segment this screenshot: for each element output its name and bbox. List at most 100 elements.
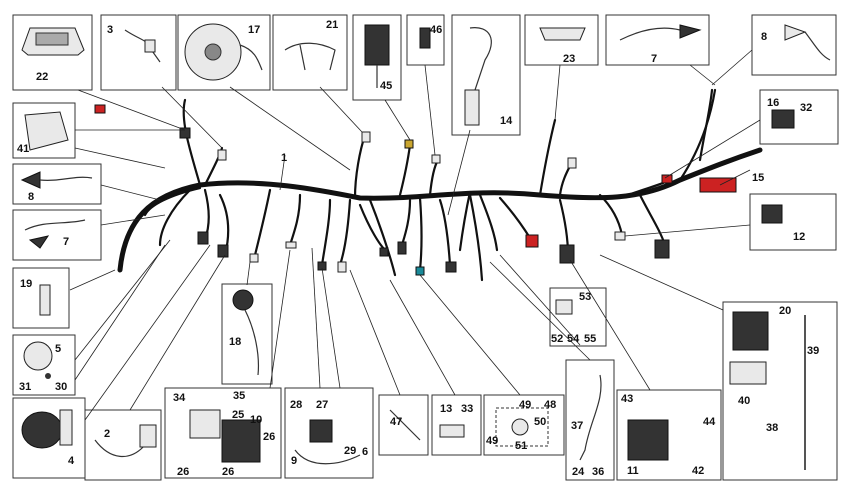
callout-10: 10 (250, 414, 262, 426)
connector-20 (614, 231, 626, 241)
callout-5: 5 (55, 343, 61, 355)
callout-13: 13 (440, 403, 452, 415)
part-47-oxygen-sensor (378, 394, 429, 456)
part-11-control-unit (616, 389, 722, 481)
callout-25: 25 (232, 409, 244, 421)
callout-51: 51 (515, 440, 527, 452)
part-20-battery-group (722, 301, 838, 481)
callout-33: 33 (461, 403, 473, 415)
callout-8-top: 8 (761, 31, 767, 43)
connector-red-1 (94, 104, 106, 114)
callout-38: 38 (766, 422, 778, 434)
part-46-fuse (406, 14, 445, 66)
callout-26-bottom-right: 26 (222, 466, 234, 478)
callout-6: 6 (362, 446, 368, 458)
callout-14: 14 (500, 115, 513, 127)
callout-26-bottom: 26 (177, 466, 189, 478)
part-41-headlight (12, 102, 76, 159)
part-19-sensor (12, 267, 70, 329)
connector-red-2 (661, 174, 673, 184)
callout-54: 54 (567, 333, 580, 345)
callout-12: 12 (793, 231, 805, 243)
connector-13 (397, 241, 407, 255)
connector-17 (559, 244, 575, 264)
callout-30: 30 (55, 381, 67, 393)
connector-6 (249, 253, 259, 263)
part-13-sensor (431, 394, 482, 456)
part-8-turn-signal-right (751, 14, 837, 76)
callout-15: 15 (752, 172, 764, 184)
part-7-turn-signal-front (12, 209, 102, 261)
connector-2 (179, 127, 191, 139)
callout-43: 43 (621, 393, 633, 405)
connector-12 (431, 154, 441, 164)
part-50-sensor-assembly (483, 394, 565, 456)
callout-2: 2 (104, 428, 110, 440)
callout-18: 18 (229, 336, 241, 348)
callout-32: 32 (800, 102, 812, 114)
callout-42: 42 (692, 465, 704, 477)
part-7-turn-signal-rear (605, 14, 710, 66)
connector-11 (404, 139, 414, 149)
callout-7-top: 7 (651, 53, 657, 65)
connector-10 (361, 131, 371, 143)
callout-17: 17 (248, 24, 260, 36)
connector-9 (337, 261, 347, 273)
part-4-ignition-switch (12, 397, 86, 479)
callout-labels: 1 2 3 4 5 6 7 7 8 8 9 10 11 12 13 14 15 … (17, 19, 819, 478)
callout-53: 53 (579, 291, 591, 303)
callout-49-top: 49 (519, 399, 531, 411)
callout-19: 19 (20, 278, 32, 290)
part-21-wiring-bracket (272, 14, 348, 91)
callout-28: 28 (290, 399, 302, 411)
part-8-turn-signal-left (12, 163, 102, 205)
part-23-lamp (524, 14, 599, 66)
part-17-cooling-fan (177, 14, 271, 91)
callout-29: 29 (344, 445, 356, 457)
callout-50: 50 (534, 416, 546, 428)
callout-49-left: 49 (486, 435, 498, 447)
part-10-ecu-bracket (164, 387, 282, 479)
callout-45: 45 (380, 80, 392, 92)
callout-27: 27 (316, 399, 328, 411)
callout-55: 55 (584, 333, 596, 345)
part-18-stator (221, 283, 273, 385)
callout-8-left: 8 (28, 191, 34, 203)
connector-3 (217, 149, 227, 161)
callout-35: 35 (233, 390, 245, 402)
callout-37: 37 (571, 420, 583, 432)
connector-4 (197, 231, 209, 245)
part-16-relay (759, 89, 839, 145)
callout-34: 34 (173, 392, 186, 404)
callout-41: 41 (17, 143, 29, 155)
callout-3: 3 (107, 24, 113, 36)
leader-lines (69, 49, 761, 421)
part-45-ignition-coil (352, 14, 402, 101)
callout-22: 22 (36, 71, 48, 83)
callout-9: 9 (291, 455, 297, 467)
connector-teal (415, 266, 425, 276)
connector-16 (525, 234, 539, 248)
callout-47: 47 (390, 416, 402, 428)
connector-15 (379, 247, 389, 257)
callout-16: 16 (767, 97, 779, 109)
callout-46: 46 (430, 24, 442, 36)
callout-7-left: 7 (63, 236, 69, 248)
callout-20: 20 (779, 305, 791, 317)
connector-5 (217, 244, 229, 258)
connector-14 (445, 261, 457, 273)
callout-23: 23 (563, 53, 575, 65)
callout-52: 52 (551, 333, 563, 345)
connector-7 (285, 241, 297, 249)
part-22-instrument-cluster (12, 14, 93, 91)
part-5-switch (12, 334, 76, 396)
callout-1: 1 (281, 152, 287, 164)
part-3-sensor (100, 14, 177, 91)
callout-24: 24 (572, 466, 585, 478)
connector-18 (567, 157, 577, 169)
callout-48: 48 (544, 399, 556, 411)
connector-19 (654, 239, 670, 259)
part-12-module (749, 193, 837, 251)
callout-21: 21 (326, 19, 338, 31)
callout-26-right: 26 (263, 431, 275, 443)
